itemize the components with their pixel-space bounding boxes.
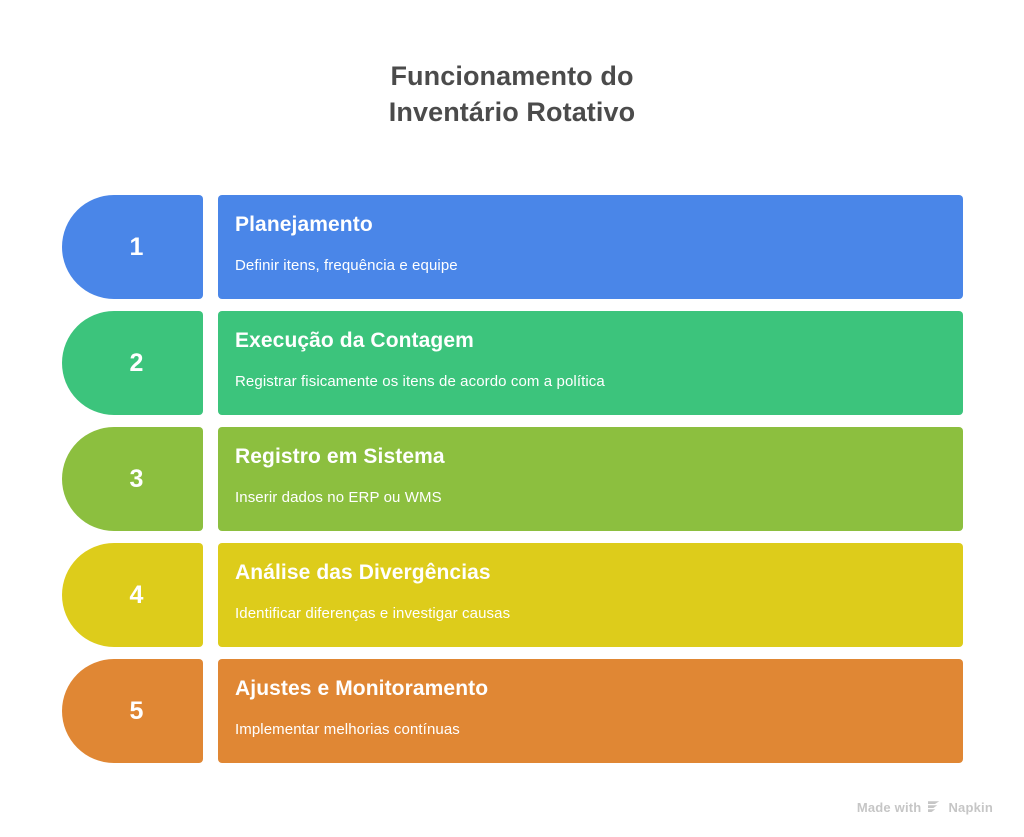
step-number-label: 5 xyxy=(129,696,144,725)
step-item-5: 5 Ajustes e Monitoramento Implementar me… xyxy=(0,659,1024,763)
step-number-badge: 3 xyxy=(62,427,203,531)
watermark-prefix-label: Made with xyxy=(856,799,922,815)
step-content: Planejamento Definir itens, frequência e… xyxy=(218,195,963,299)
page-title: Funcionamento do Inventário Rotativo xyxy=(0,58,1024,130)
step-content: Registro em Sistema Inserir dados no ERP… xyxy=(218,427,963,531)
step-number-label: 1 xyxy=(129,232,144,261)
step-number-label: 4 xyxy=(129,580,144,609)
step-heading: Planejamento xyxy=(235,213,373,236)
watermark-brand-label: Napkin xyxy=(948,799,993,815)
step-description: Implementar melhorias contínuas xyxy=(235,721,460,738)
step-content: Ajustes e Monitoramento Implementar melh… xyxy=(218,659,963,763)
step-number-badge: 1 xyxy=(62,195,203,299)
step-heading: Ajustes e Monitoramento xyxy=(235,677,489,700)
step-heading: Registro em Sistema xyxy=(235,445,445,468)
step-number-label: 3 xyxy=(129,464,144,493)
title-line-1: Funcionamento do xyxy=(390,61,634,91)
step-list: 1 Planejamento Definir itens, frequência… xyxy=(0,195,1024,775)
step-item-2: 2 Execução da Contagem Registrar fisicam… xyxy=(0,311,1024,415)
step-item-4: 4 Análise das Divergências Identificar d… xyxy=(0,543,1024,647)
step-item-1: 1 Planejamento Definir itens, frequência… xyxy=(0,195,1024,299)
title-line-2: Inventário Rotativo xyxy=(388,97,636,127)
step-content: Execução da Contagem Registrar fisicamen… xyxy=(218,311,963,415)
step-heading: Análise das Divergências xyxy=(235,561,491,584)
step-item-3: 3 Registro em Sistema Inserir dados no E… xyxy=(0,427,1024,531)
step-content: Análise das Divergências Identificar dif… xyxy=(218,543,963,647)
napkin-watermark: Made with Napkin xyxy=(857,799,993,815)
step-description: Inserir dados no ERP ou WMS xyxy=(235,489,442,506)
step-description: Definir itens, frequência e equipe xyxy=(235,257,458,274)
step-description: Identificar diferenças e investigar caus… xyxy=(235,605,511,622)
step-heading: Execução da Contagem xyxy=(235,329,474,352)
step-number-badge: 4 xyxy=(62,543,203,647)
step-number-badge: 5 xyxy=(62,659,203,763)
step-number-label: 2 xyxy=(129,348,144,377)
napkin-logo-icon xyxy=(926,799,943,815)
step-number-badge: 2 xyxy=(62,311,203,415)
step-description: Registrar fisicamente os itens de acordo… xyxy=(235,373,605,390)
